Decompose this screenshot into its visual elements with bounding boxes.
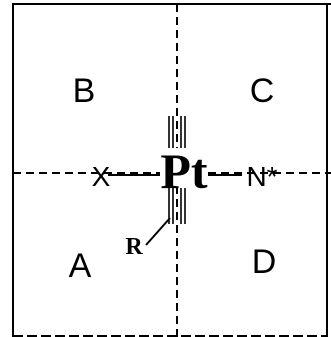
ligand-label-r: R xyxy=(125,234,143,260)
ligand-label-x: X xyxy=(92,161,111,192)
pt-backing xyxy=(160,148,208,188)
ligand-label-n: N* xyxy=(246,161,277,192)
frame xyxy=(12,3,331,337)
quadrant-label-d: D xyxy=(252,243,277,281)
quadrant-label-a: A xyxy=(69,247,92,285)
quadrant-label-c: C xyxy=(250,72,275,110)
center-atom-label: Pt xyxy=(160,143,208,199)
quadrant-label-b: B xyxy=(73,72,96,110)
bond-r xyxy=(145,217,171,246)
